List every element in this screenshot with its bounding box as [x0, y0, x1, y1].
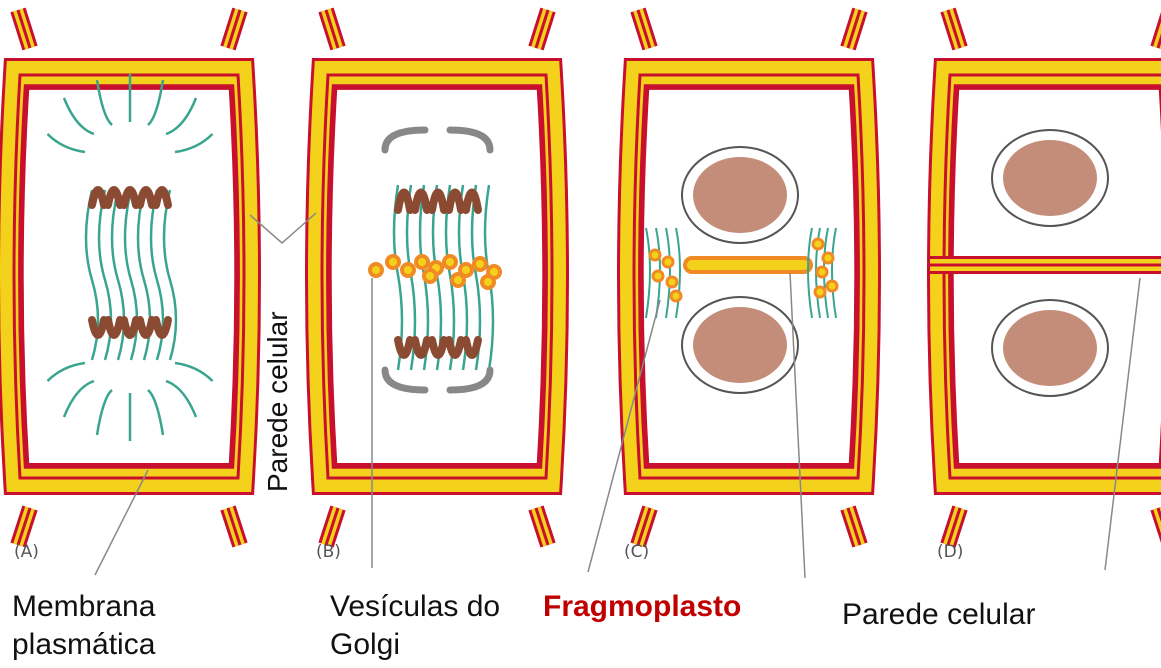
new-cell-wall-label: Parede celular [842, 596, 1035, 634]
golgi-vesicle [444, 256, 456, 268]
phragmoplast-label: Fragmoplasto [543, 588, 741, 626]
cell-plate [685, 258, 811, 272]
golgi-vesicle [452, 274, 464, 286]
nucleus [693, 157, 787, 233]
golgi-vesicle [653, 271, 663, 281]
nucleus [693, 307, 787, 383]
golgi-vesicle [482, 276, 494, 288]
panel-letter-a: (A) [14, 542, 39, 562]
golgi-vesicle [667, 277, 677, 287]
golgi-vesicle [671, 291, 681, 301]
golgi-vesicle [813, 239, 823, 249]
panel-letter-c: (C) [624, 542, 649, 562]
golgi-vesicle [663, 257, 673, 267]
golgi-vesicles-label-line2: Golgi [330, 626, 400, 664]
cell-panel-d [944, 10, 1161, 545]
golgi-vesicle [650, 250, 660, 260]
nucleus [1003, 310, 1097, 386]
cell-wall-vertical-label: Parede celular [262, 311, 294, 492]
golgi-vesicle [817, 267, 827, 277]
panel-letter-d: (D) [937, 542, 963, 562]
panel-letter-b: (B) [316, 542, 341, 562]
golgi-vesicle [474, 258, 486, 270]
nucleus [1003, 140, 1097, 216]
golgi-vesicle [823, 253, 833, 263]
golgi-vesicles-label-line1: Vesículas do [330, 588, 500, 626]
golgi-vesicle [370, 264, 382, 276]
plasma-membrane-label-line2: plasmática [12, 626, 155, 664]
golgi-vesicle [387, 256, 399, 268]
golgi-vesicle [416, 256, 428, 268]
golgi-vesicle [827, 281, 837, 291]
golgi-vesicle [402, 264, 414, 276]
plasma-membrane-label-line1: Membrana [12, 588, 155, 626]
golgi-vesicle [424, 270, 436, 282]
golgi-vesicle [815, 287, 825, 297]
